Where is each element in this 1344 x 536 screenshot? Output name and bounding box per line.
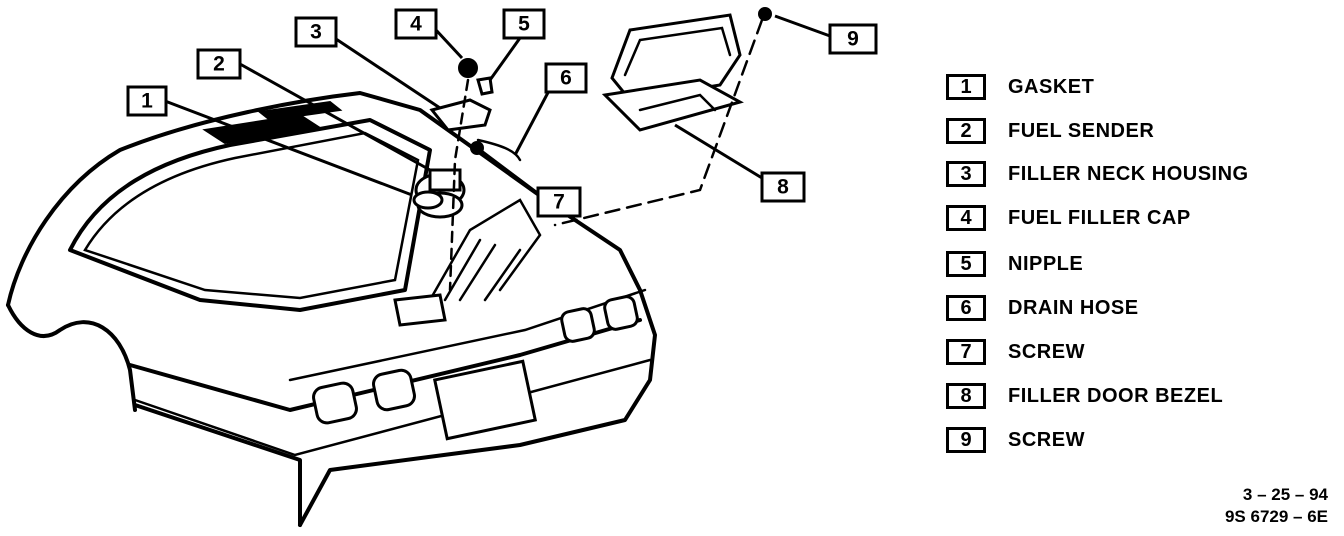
filler-door-bezel-part [601, 13, 744, 132]
legend-number: 7 [946, 339, 986, 365]
legend-item: 6 DRAIN HOSE [946, 293, 1139, 323]
legend-item: 8 FILLER DOOR BEZEL [946, 381, 1223, 411]
callout-number: 5 [518, 13, 530, 36]
legend-label: FILLER DOOR BEZEL [1008, 384, 1224, 407]
legend-label: FILLER NECK HOUSING [1008, 162, 1249, 185]
callout-5: 5 [502, 8, 546, 40]
legend-item: 5 NIPPLE [946, 249, 1083, 279]
callout-3: 3 [294, 16, 338, 48]
legend-number: 5 [946, 251, 986, 277]
legend-label: FUEL FILLER CAP [1008, 206, 1191, 229]
legend-number: 4 [946, 205, 986, 231]
legend-number: 2 [946, 118, 986, 144]
legend-item: 9 SCREW [946, 425, 1085, 455]
legend-label: GASKET [1008, 75, 1095, 98]
callout-2: 2 [196, 48, 242, 80]
legend-item: 2 FUEL SENDER [946, 116, 1154, 146]
legend-number: 3 [946, 161, 986, 187]
legend-number: 1 [946, 74, 986, 100]
drain-hose-part [476, 138, 522, 162]
car-rear-body [6, 91, 657, 527]
callout-number: 1 [141, 90, 153, 113]
callout-7: 7 [536, 186, 582, 218]
fuel-filler-cap-part [458, 58, 478, 78]
callout-8: 8 [760, 171, 806, 203]
callout-number: 9 [847, 28, 859, 51]
gasket-part [412, 190, 444, 210]
legend-item: 7 SCREW [946, 337, 1085, 367]
legend-number: 6 [946, 295, 986, 321]
legend-item: 4 FUEL FILLER CAP [946, 203, 1191, 233]
legend-label: DRAIN HOSE [1008, 296, 1139, 319]
callout-number: 4 [410, 13, 422, 36]
legend-label: NIPPLE [1008, 252, 1084, 275]
nipple-part [476, 76, 494, 96]
callout-4: 4 [394, 8, 438, 40]
callout-6: 6 [544, 62, 588, 94]
legend-label: SCREW [1008, 428, 1085, 451]
document-code: 9S 6729 – 6E [1224, 507, 1328, 526]
screw-9-part [758, 7, 772, 21]
legend-item: 1 GASKET [946, 72, 1094, 102]
legend-label: FUEL SENDER [1008, 119, 1155, 142]
legend-item: 3 FILLER NECK HOUSING [946, 159, 1249, 189]
document-reference: 3 – 25 – 94 9S 6729 – 6E [1225, 484, 1328, 528]
legend-label: SCREW [1008, 340, 1085, 363]
callout-number: 8 [777, 176, 789, 199]
leader-lines [164, 14, 831, 292]
document-date: 3 – 25 – 94 [1242, 485, 1328, 504]
callout-number: 3 [310, 21, 322, 44]
callout-9: 9 [828, 23, 878, 55]
legend-number: 8 [946, 383, 986, 409]
callout-number: 6 [560, 67, 572, 90]
callout-number: 7 [553, 191, 565, 214]
callout-1: 1 [126, 85, 168, 117]
legend-number: 9 [946, 427, 986, 453]
callout-number: 2 [213, 53, 225, 76]
